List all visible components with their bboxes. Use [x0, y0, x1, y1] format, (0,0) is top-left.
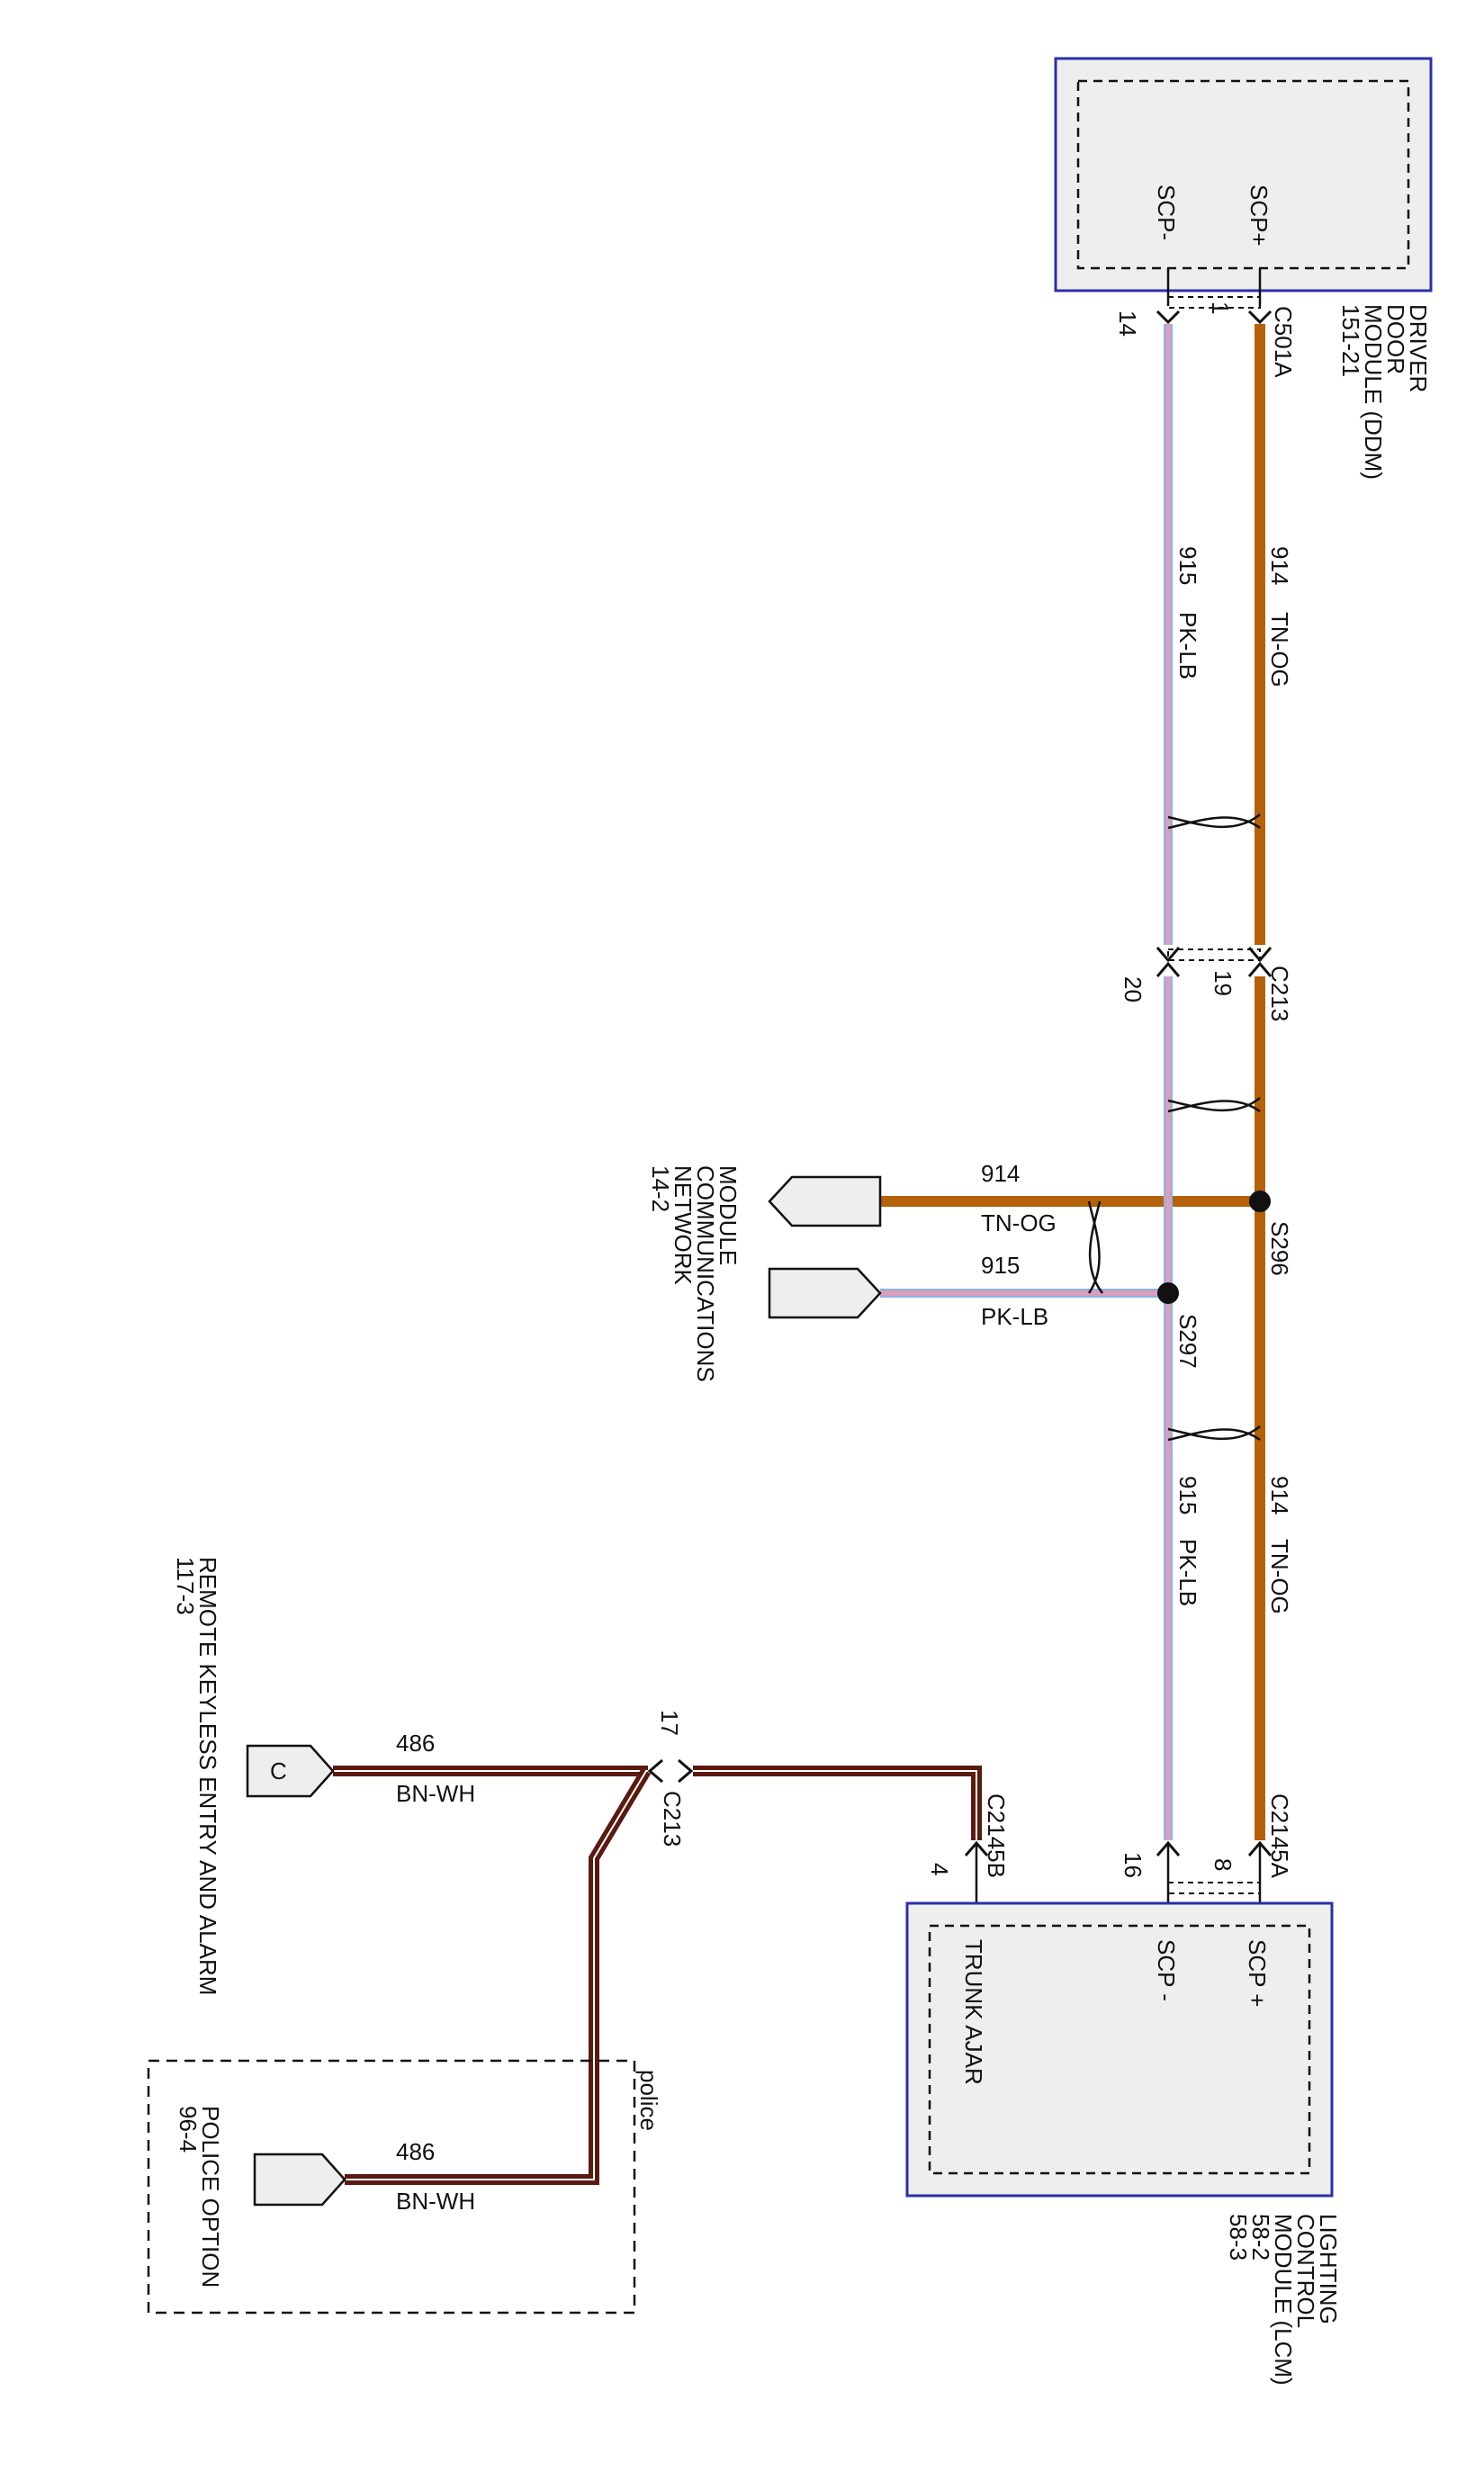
- svg-text:117-3: 117-3: [172, 1557, 199, 1615]
- ddm-name: DRIVER DOOR MODULE (DDM) 151-21: [1337, 304, 1432, 480]
- branch-915-color: PK-LB: [981, 1303, 1048, 1330]
- c213-top-pin-20: 20: [1120, 976, 1147, 1002]
- ddm-module: SCP- SCP+ 14 1 C501A DRIVER DOOR MODULE …: [1054, 57, 1433, 480]
- connector-c213-bottom: 17 C213: [647, 1710, 694, 1847]
- wire-914-label-bottom: 914: [1266, 1476, 1293, 1515]
- rke-reference: REMOTE KEYLESS ENTRY AND ALARM 117-3: [172, 1557, 221, 1995]
- wire-915-label-top: 915: [1174, 546, 1201, 585]
- svg-text:COMMUNICATIONS: COMMUNICATIONS: [692, 1165, 719, 1382]
- twisted-pair-symbol-3: [1167, 1425, 1261, 1442]
- branch-914-color: TN-OG: [981, 1209, 1057, 1236]
- wire-486-circuit-top: 486: [396, 1730, 435, 1757]
- wire-915-color-top: PK-LB: [1174, 612, 1201, 679]
- c213-bottom-pin-17: 17: [656, 1710, 683, 1736]
- wire-914-label-top: 914: [1266, 546, 1293, 585]
- rke-connector: [246, 1744, 335, 1798]
- splice-s297: S297: [1157, 1282, 1201, 1369]
- svg-text:MODULE: MODULE: [715, 1165, 742, 1265]
- police-option-connector: [253, 2153, 346, 2207]
- svg-text:LIGHTING: LIGHTING: [1315, 2214, 1342, 2324]
- branch-915-circuit: 915: [981, 1252, 1020, 1279]
- svg-text:DRIVER: DRIVER: [1405, 304, 1432, 392]
- wire-914-color-top: TN-OG: [1266, 612, 1293, 688]
- c213-bottom-label: C213: [659, 1791, 686, 1847]
- ddm-connector-c501a: C501A: [1270, 306, 1297, 378]
- c213-top-label: C213: [1266, 966, 1293, 1021]
- wire-915-label-bottom: 915: [1174, 1476, 1201, 1515]
- police-option-group: police POLICE OPTION 96-4: [147, 2059, 662, 2315]
- svg-text:MODULE (LCM): MODULE (LCM): [1270, 2214, 1297, 2386]
- mcn-connector-915: [768, 1267, 882, 1319]
- wire-915-pk-lb: [880, 324, 1173, 1840]
- wire-486-color-top: BN-WH: [396, 1780, 475, 1807]
- lcm-pin-16: 16: [1120, 1852, 1147, 1878]
- svg-text:NETWORK: NETWORK: [670, 1165, 697, 1286]
- wire-486-color-bottom: BN-WH: [396, 2188, 475, 2215]
- splice-s296-label: S296: [1266, 1221, 1293, 1276]
- twisted-pair-symbol-2: [1167, 1097, 1261, 1113]
- lcm-connector-c2145a: C2145A: [1266, 1793, 1293, 1879]
- mcn-reference: MODULE COMMUNICATIONS NETWORK 14-2: [647, 1165, 742, 1382]
- svg-text:MODULE (DDM): MODULE (DDM): [1360, 304, 1387, 480]
- svg-text:58-3: 58-3: [1225, 2214, 1252, 2261]
- ddm-pin-1: 1: [1207, 301, 1234, 314]
- svg-text:CONTROL: CONTROL: [1292, 2214, 1319, 2328]
- lcm-pin-label-trunk-ajar: TRUNK AJAR: [960, 1939, 987, 2085]
- splice-s297-label: S297: [1174, 1314, 1201, 1369]
- twisted-pair-symbol-1: [1167, 814, 1261, 830]
- mcn-connector-914: [768, 1175, 882, 1227]
- wire-915-color-bottom: PK-LB: [1174, 1539, 1201, 1606]
- twisted-pair-symbol-branch: [1087, 1200, 1103, 1294]
- police-tag: police: [635, 2070, 662, 2131]
- lcm-pin-label-scp-minus: SCP -: [1153, 1939, 1180, 2001]
- lcm-pin-4: 4: [926, 1863, 953, 1875]
- lcm-pin-label-scp-plus: SCP +: [1244, 1939, 1271, 2007]
- c213-top-pin-19: 19: [1210, 970, 1237, 996]
- lcm-connector-c2145b: C2145B: [983, 1793, 1010, 1878]
- wire-486-circuit-bottom: 486: [396, 2138, 435, 2165]
- police-option-line-2: 96-4: [175, 2106, 202, 2153]
- splice-s296: S296: [1249, 1191, 1293, 1276]
- wire-486-bn-wh: [333, 1766, 982, 2185]
- lcm-name: LIGHTING CONTROL MODULE (LCM) 58-2 58-3: [1225, 2214, 1342, 2386]
- svg-text:14-2: 14-2: [647, 1165, 674, 1212]
- ddm-pin-label-scp-plus: SCP+: [1246, 184, 1273, 247]
- wire-914-color-bottom: TN-OG: [1266, 1539, 1293, 1614]
- svg-text:DOOR: DOOR: [1382, 304, 1409, 374]
- wire-914-tn-og: [880, 324, 1265, 1840]
- svg-text:REMOTE KEYLESS ENTRY AND ALARM: REMOTE KEYLESS ENTRY AND ALARM: [194, 1557, 221, 1995]
- branch-914-circuit: 914: [981, 1160, 1020, 1187]
- lcm-pin-8: 8: [1210, 1858, 1237, 1871]
- connector-c213-top: C213 19 20: [1120, 947, 1293, 1021]
- police-option-line-1: POLICE OPTION: [197, 2106, 224, 2288]
- lcm-module: C2145A C2145B 8 16 4 SCP + SCP - TRUNK A…: [905, 1793, 1342, 2386]
- ddm-pin-14: 14: [1114, 310, 1141, 337]
- rke-connector-letter: C: [270, 1757, 287, 1784]
- svg-text:58-2: 58-2: [1247, 2214, 1274, 2261]
- svg-text:151-21: 151-21: [1337, 304, 1364, 377]
- ddm-pin-label-scp-minus: SCP-: [1153, 184, 1180, 240]
